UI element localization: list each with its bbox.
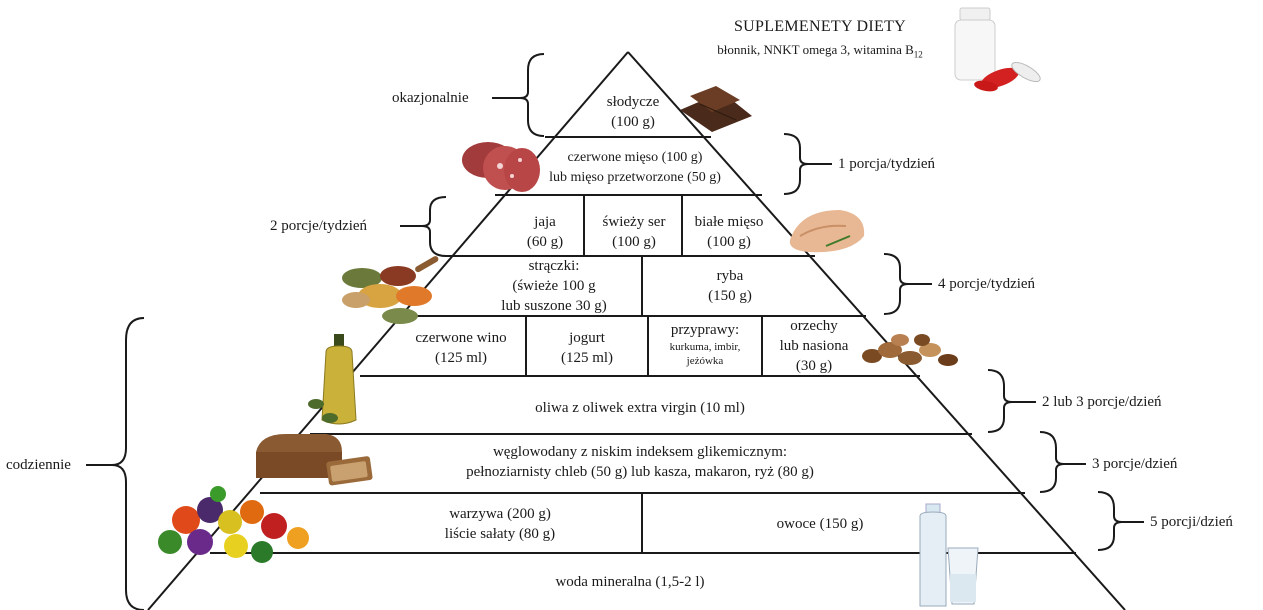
bracket-occasionally [520,54,544,136]
freq-two-per-week: 2 porcje/tydzień [270,216,367,236]
water-bottle-icon [920,504,978,606]
tier-nuts-portion: (30 g) [764,356,864,376]
chicken-icon [790,210,864,252]
tier-fresh-cheese-portion: (100 g) [588,232,680,252]
tier-fish: ryba (150 g) [660,266,800,306]
tier-spices-list: kurkuma, imbir, [650,340,760,354]
freq-two-three-per-day: 2 lub 3 porcje/dzień [1042,392,1162,412]
tier-spices: przyprawy: kurkuma, imbir, jeżówka [650,320,760,368]
freq-four-per-week: 4 porcje/tydzień [938,274,1035,294]
tier-red-meat-line2: lub mięso przetworzone (50 g) [520,168,750,188]
tier-fresh-cheese-name: świeży ser [588,212,680,232]
tier-legumes-fresh: (świeże 100 g [466,276,642,296]
tier-sweets-portion: (100 g) [588,112,678,132]
tier-eggs-portion: (60 g) [508,232,582,252]
tier-white-meat: białe mięso (100 g) [684,212,774,252]
tier-red-wine-name: czerwone wino [398,328,524,348]
tier-fresh-cheese: świeży ser (100 g) [588,212,680,252]
tier-olive-oil-name: oliwa z oliwek extra virgin (10 ml) [420,398,860,418]
freq-daily: codziennie [6,455,71,475]
bracket-five-per-day [1098,492,1122,550]
tier-fish-name: ryba [660,266,800,286]
tier-carbs-examples: pełnoziarnisty chleb (50 g) lub kasza, m… [330,462,950,482]
tier-legumes: strączki: (świeże 100 g lub suszone 30 g… [466,256,642,316]
chocolate-icon [680,86,752,132]
tier-yogurt: jogurt (125 ml) [528,328,646,368]
tier-red-wine-portion: (125 ml) [398,348,524,368]
bracket-one-per-week [784,134,808,194]
tier-eggs: jaja (60 g) [508,212,582,252]
supplements-list: błonnik, NNKT omega 3, witamina B [717,42,914,57]
tier-fruit-name: owoce (150 g) [740,514,900,534]
tier-vegetables: warzywa (200 g) liście sałaty (80 g) [380,504,620,544]
tier-fish-portion: (150 g) [660,286,800,306]
bracket-four-per-week [884,254,908,314]
tier-water: woda mineralna (1,5-2 l) [440,572,820,592]
tier-sweets-name: słodycze [588,92,678,112]
tier-water-name: woda mineralna (1,5-2 l) [440,572,820,592]
tier-legumes-name: strączki: [466,256,642,276]
tier-fruit: owoce (150 g) [740,514,900,534]
freq-three-per-day: 3 porcje/dzień [1092,454,1177,474]
tier-vegetables-name: warzywa (200 g) [380,504,620,524]
tier-red-meat: czerwone mięso (100 g) lub mięso przetwo… [520,148,750,188]
freq-occasionally: okazjonalnie [392,88,469,108]
bracket-two-three-per-day [988,370,1012,432]
freq-one-per-week: 1 porcja/tydzień [838,154,935,174]
tier-eggs-name: jaja [508,212,582,232]
tier-red-meat-line1: czerwone mięso (100 g) [520,148,750,168]
vitamin-subscript: 12 [914,50,923,60]
freq-five-per-day: 5 porcji/dzień [1150,512,1233,532]
nuts-icon [862,334,958,366]
tier-nuts: orzechy lub nasiona (30 g) [764,316,864,376]
bracket-three-per-day [1040,432,1064,492]
tier-carbs: węglowodany z niskim indeksem glikemiczn… [330,442,950,482]
tier-sweets: słodycze (100 g) [588,92,678,132]
tier-yogurt-name: jogurt [528,328,646,348]
tier-legumes-dried: lub suszone 30 g) [466,296,642,316]
bracket-two-per-week [422,197,446,256]
bracket-daily [112,318,144,610]
tier-red-wine: czerwone wino (125 ml) [398,328,524,368]
olive-oil-icon [308,334,356,424]
legumes-icon [342,255,440,324]
tier-white-meat-portion: (100 g) [684,232,774,252]
tier-spices-list-2: jeżówka [650,354,760,368]
tier-vegetables-lettuce: liście sałaty (80 g) [380,524,620,544]
tier-olive-oil: oliwa z oliwek extra virgin (10 ml) [420,398,860,418]
supplements-title: SUPLEMENETY DIETY [660,18,980,36]
tier-white-meat-name: białe mięso [684,212,774,232]
tier-nuts-seeds: lub nasiona [764,336,864,356]
tier-nuts-name: orzechy [764,316,864,336]
tier-spices-name: przyprawy: [650,320,760,340]
tier-carbs-heading: węglowodany z niskim indeksem glikemiczn… [330,442,950,462]
fruit-vegetables-icon [158,486,309,563]
supplements-subtitle: błonnik, NNKT omega 3, witamina B12 [660,42,980,60]
tier-yogurt-portion: (125 ml) [528,348,646,368]
